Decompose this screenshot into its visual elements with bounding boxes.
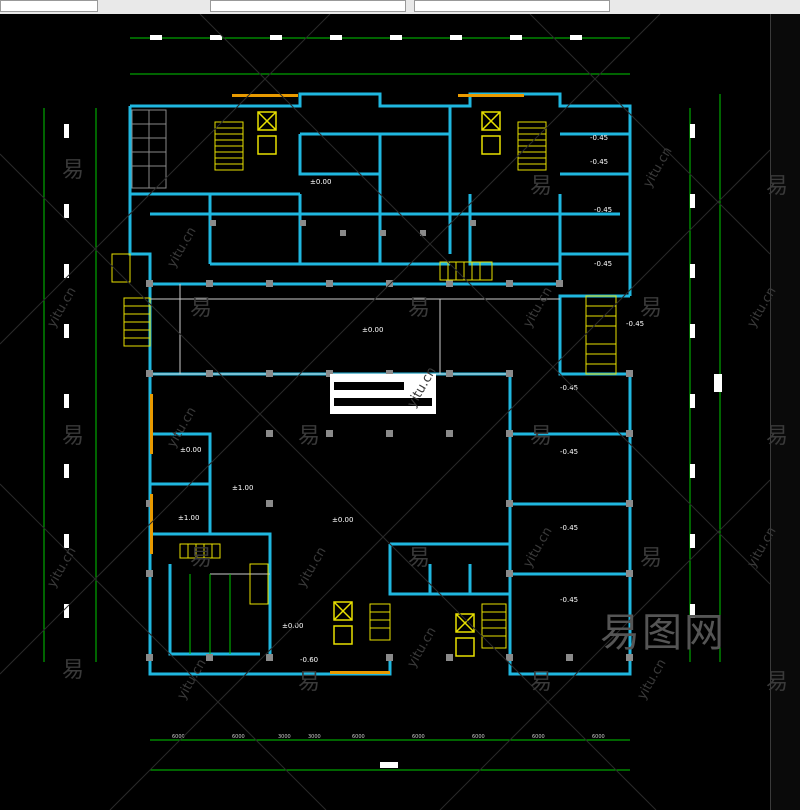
elevation-label: -0.45 bbox=[560, 524, 578, 532]
elevation-label: ±1.00 bbox=[178, 514, 199, 522]
elevation-label: ±0.00 bbox=[362, 326, 383, 334]
elevation-label: ±0.00 bbox=[332, 516, 353, 524]
elevation-label: -0.45 bbox=[590, 158, 608, 166]
dim-label: 6000 bbox=[352, 734, 365, 740]
watermark-logo: 易图网 bbox=[600, 610, 726, 656]
dim-label: 6000 bbox=[412, 734, 425, 740]
elevation-label: -0.45 bbox=[560, 384, 578, 392]
lineweight-dropdown[interactable] bbox=[414, 0, 610, 12]
elevation-labels: ±0.00 -0.45 -0.45 ±0.00 -0.45 -0.45 -0.4… bbox=[178, 134, 644, 664]
dim-label: 6000 bbox=[232, 734, 245, 740]
columns bbox=[146, 220, 633, 661]
elevation-label: -0.45 bbox=[560, 596, 578, 604]
elevation-label: -0.45 bbox=[594, 260, 612, 268]
linetype-dropdown[interactable] bbox=[210, 0, 406, 12]
ramp-arrows bbox=[189, 574, 231, 654]
dim-label: 6000 bbox=[172, 734, 185, 740]
dim-label: 6000 bbox=[472, 734, 485, 740]
toilet-block bbox=[131, 109, 167, 189]
elevation-label: ±0.00 bbox=[282, 622, 303, 630]
dimension-text: 6000 6000 3000 3000 6000 6000 6000 6000 … bbox=[172, 734, 605, 740]
elevation-label: -0.60 bbox=[300, 656, 318, 664]
layer-dropdown[interactable] bbox=[0, 0, 98, 12]
dimension-ticks bbox=[64, 35, 722, 768]
elevation-label: -0.45 bbox=[560, 448, 578, 456]
elevators bbox=[257, 111, 501, 657]
elevation-label: -0.45 bbox=[590, 134, 608, 142]
elevation-label: -0.45 bbox=[594, 206, 612, 214]
elevation-label: ±1.00 bbox=[232, 484, 253, 492]
elevation-label: ±0.00 bbox=[180, 446, 201, 454]
cad-toolbar bbox=[0, 0, 800, 15]
dim-label: 3000 bbox=[308, 734, 321, 740]
elevation-label: -0.45 bbox=[626, 320, 644, 328]
dim-label: 6000 bbox=[532, 734, 545, 740]
watermark-grid bbox=[0, 14, 770, 810]
tool-palette[interactable] bbox=[770, 14, 800, 810]
elevation-label: ±0.00 bbox=[310, 178, 331, 186]
dim-label: 6000 bbox=[592, 734, 605, 740]
windows bbox=[150, 94, 524, 674]
drawing-canvas[interactable]: ±0.00 -0.45 -0.45 ±0.00 -0.45 -0.45 -0.4… bbox=[0, 14, 770, 810]
escalator bbox=[330, 374, 436, 414]
dim-label: 3000 bbox=[278, 734, 291, 740]
stairs bbox=[111, 121, 617, 649]
